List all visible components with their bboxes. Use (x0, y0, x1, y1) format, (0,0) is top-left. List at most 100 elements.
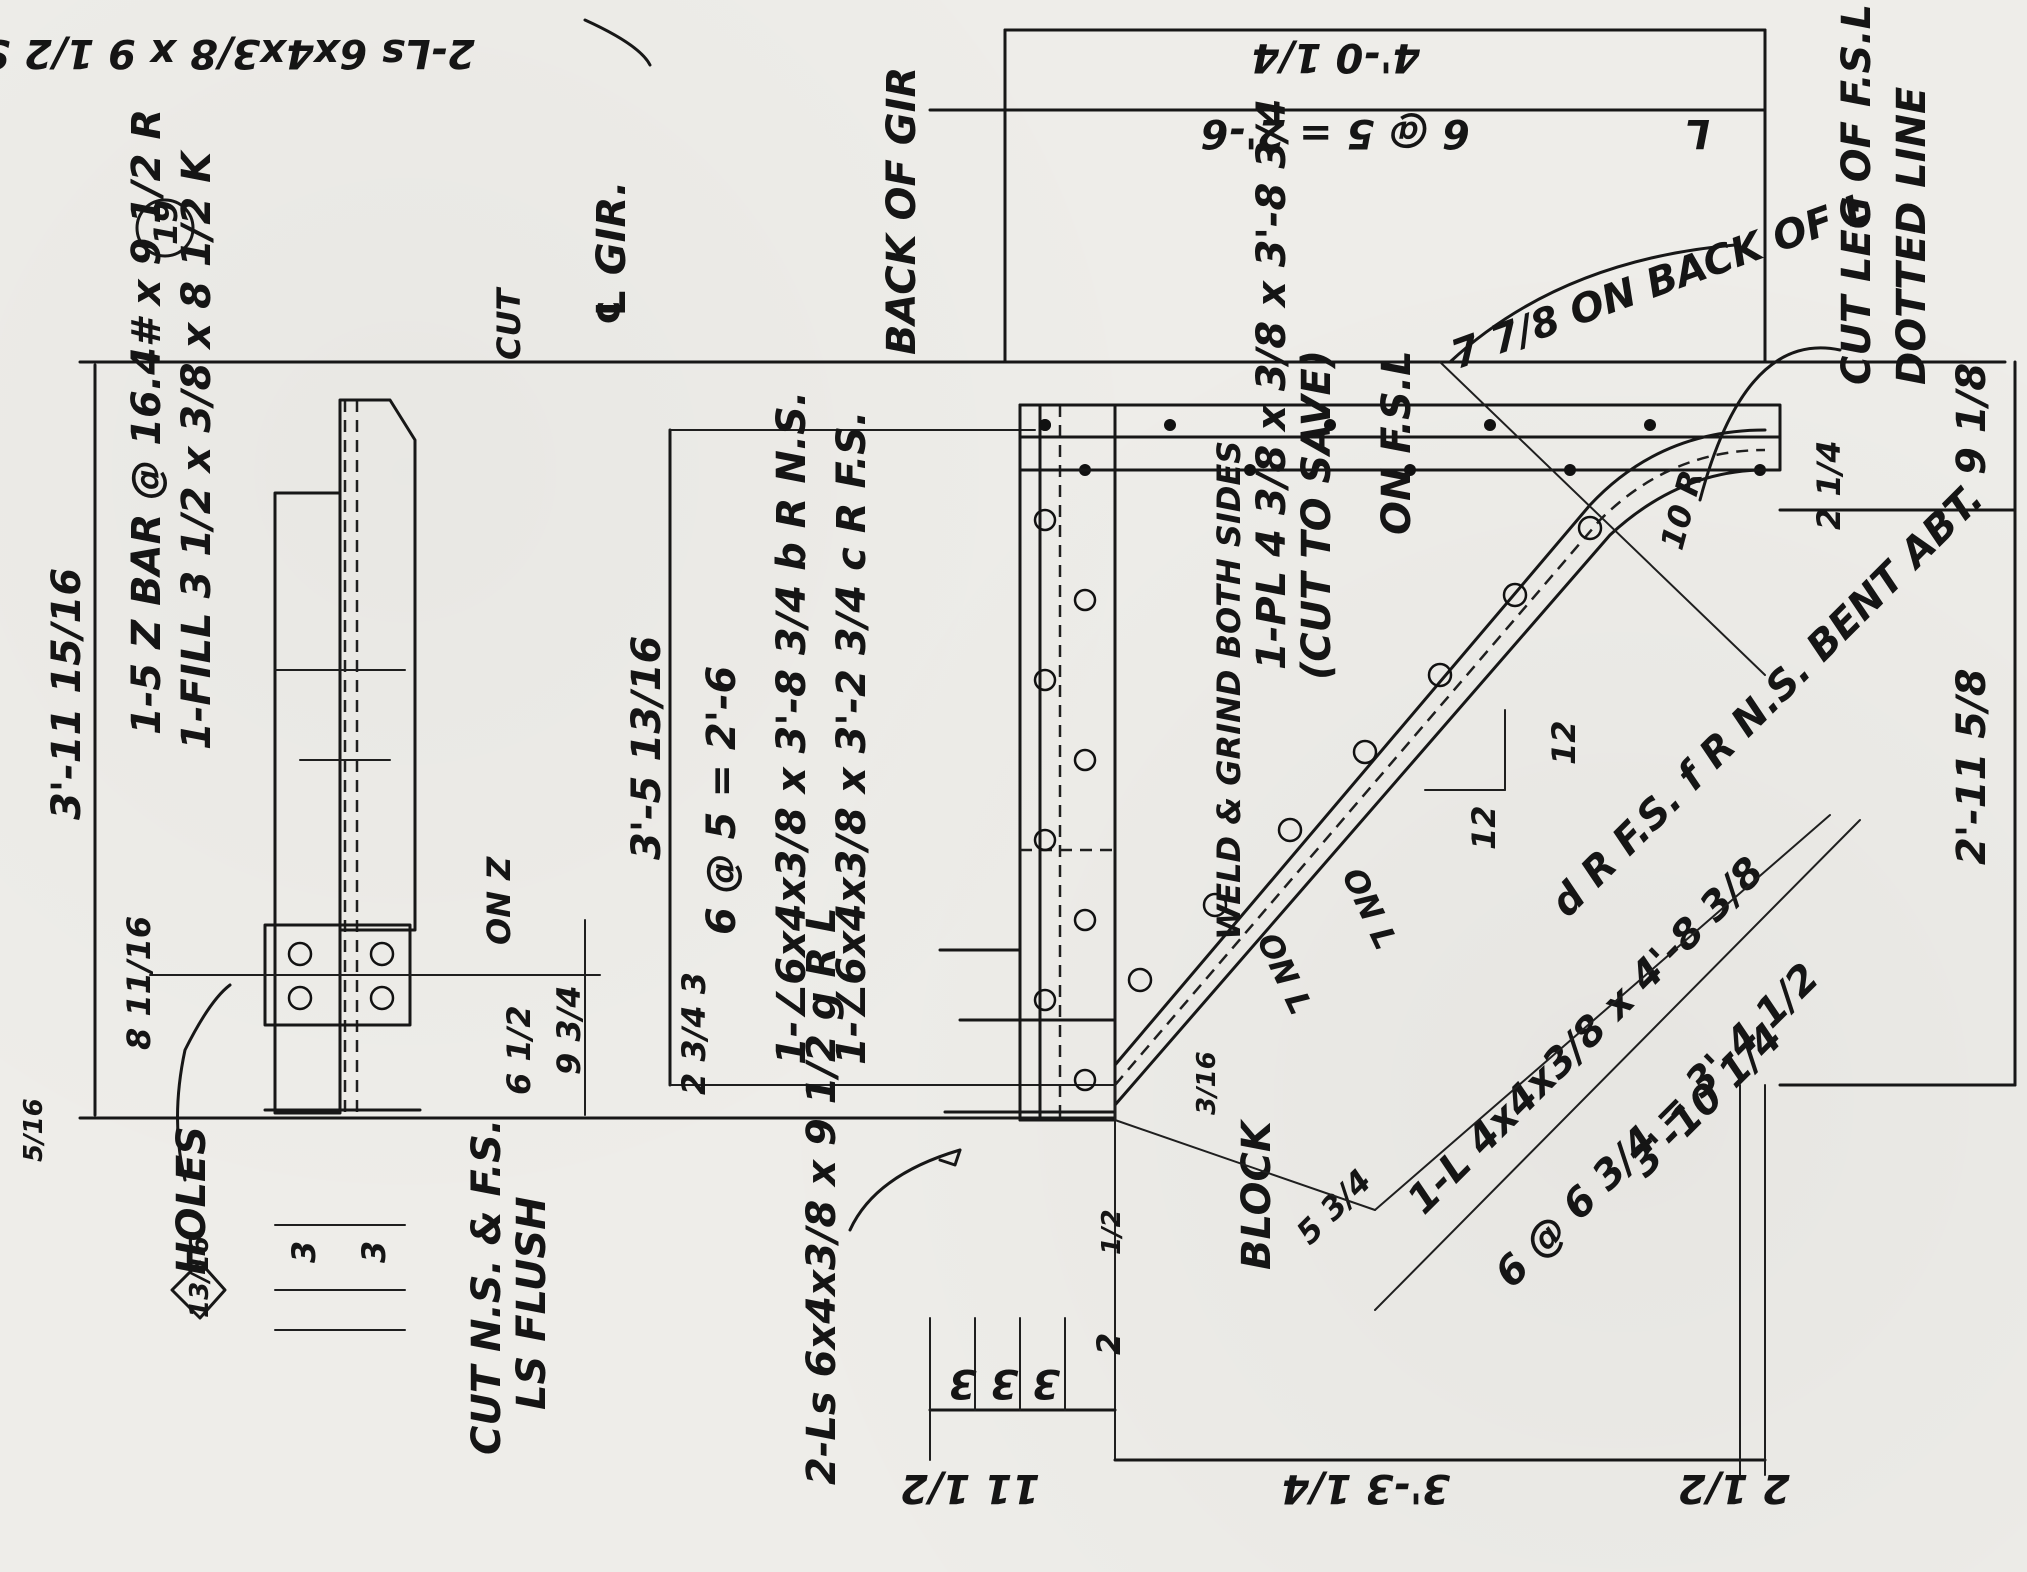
center-hole-4 (1073, 748, 1097, 772)
top-spacing: 6 @ 5 = 2'-6 (1201, 110, 1470, 156)
lower-dim-line-1 (1114, 1119, 1376, 1211)
on-z: ON Z (480, 856, 518, 945)
lower-total: 3'-10 1/4 (1620, 1015, 1792, 1187)
center-shelf (938, 948, 1022, 1022)
top-dot-3 (1324, 419, 1336, 431)
bottom-2-1-2: 2 1/2 (1678, 1465, 1790, 1511)
dim-1-2: 1/2 (1097, 1209, 1127, 1255)
bottom-3s: 3 3 3 (949, 1360, 1060, 1406)
holes-size: 13/16 (185, 1236, 215, 1318)
diag-hole-5 (1277, 817, 1303, 843)
top-dot-6 (1244, 464, 1256, 476)
center-vertical-member (1018, 403, 1117, 1122)
cut-leg: CUT LEG OF F.S.L ON (1834, 0, 1880, 385)
dotted-line: DOTTED LINE (1889, 87, 1935, 385)
holes-diamond (170, 1260, 227, 1320)
left-bottom-3-b: 3 (355, 1241, 393, 1263)
center-hole-2 (1073, 588, 1097, 612)
cut-leg-leader (1698, 346, 1842, 502)
dim-9-3-4: 9 3/4 (550, 985, 588, 1075)
note-top: 2-Ls 6x4x3/8 x 9 1/2 SE (0, 30, 475, 76)
dim-6-1-2: 6 1/2 (500, 1005, 538, 1095)
diag-hole-3 (1427, 662, 1453, 688)
holes-note: HOLES (169, 1126, 215, 1275)
slope-12b: 12 (1465, 805, 1503, 850)
cut-ns-fs: CUT N.S. & F.S. (464, 1119, 510, 1455)
left-hole-4 (369, 985, 395, 1011)
left-bottom-3-a: 3 (285, 1241, 323, 1263)
lower-dim-line-3 (1374, 819, 1861, 1311)
dim-5-16: 5/16 (19, 1098, 49, 1162)
diagonal-member-dashed (1114, 448, 1766, 1086)
holes-leader (176, 983, 232, 1182)
slope-12a: 12 (1545, 720, 1583, 765)
center-bottom-plate (1018, 1018, 1117, 1122)
back-of-l-arc (1448, 243, 1737, 364)
top-dot-4 (1484, 419, 1496, 431)
top-l: L (1685, 110, 1711, 156)
center-hole-7 (1033, 988, 1057, 1012)
top-span: 4'-0 1/4 (1251, 34, 1421, 80)
left-bar: 1-5 Z BAR @ 16.4# x 9 1/2 R (124, 109, 170, 735)
left-vertical-bar (273, 491, 342, 1115)
diagonal-member-inner (1113, 468, 1767, 1107)
top-dot-5 (1644, 419, 1656, 431)
dim-2-1-4: 2 1/4 (1810, 440, 1848, 530)
diag-hole-2 (1502, 582, 1528, 608)
back-of-gir: BACK OF GIR (879, 67, 925, 355)
bottom-leader-arrow (938, 1148, 962, 1167)
center-hole-3 (1033, 668, 1057, 692)
left-hole-3 (287, 985, 313, 1011)
left-hole-2 (369, 941, 395, 967)
angle-1: 1-∠6x4x3/8 x 3'-8 3/4 b R N.S. (769, 391, 815, 1065)
diagonal-member-outer (1113, 428, 1767, 1067)
cut-to-save: (CUT TO SAVE) (1294, 350, 1340, 680)
bottom-angles: 2-Ls 6x4x3/8 x 9 1/2 g R L (799, 907, 845, 1485)
dim-9-1-8: 9 1/8 (1949, 363, 1995, 475)
bottom-11-1-2: 11 1/2 (900, 1465, 1040, 1511)
diagonal-reference-line (1439, 361, 1766, 676)
dim-8-11-16: 8 11/16 (120, 916, 158, 1050)
bottom-3-1-4: 3'-3 1/4 (1281, 1465, 1450, 1511)
radius: 10 R (1653, 466, 1710, 553)
weld-note: WELD & GRIND BOTH SIDES (1210, 441, 1248, 940)
leader-top-note (583, 18, 652, 67)
on-fsl: ON F.S.L (1374, 350, 1420, 535)
dim-2-11-5-8: 2'-11 5/8 (1949, 668, 1995, 865)
ls-flush: LS FLUSH (509, 1196, 555, 1410)
cut-note: CUT (490, 287, 528, 360)
bent-note: d R F.S. f R N.S. BENT ABT. (1542, 475, 1993, 926)
left-z-bar (338, 398, 417, 932)
left-hole-1 (287, 941, 313, 967)
on-l-2: ON L (1249, 927, 1320, 1021)
diag-hole-4 (1352, 739, 1378, 765)
angle-2: 1-∠6x4x3/8 x 3'-2 3/4 c R F.S. (829, 411, 875, 1065)
diag-hole-6 (1202, 892, 1228, 918)
center-height: 3'-5 13/16 (624, 636, 670, 860)
plate-note: 1-PL 4 3/8 x 3/8 x 3'-8 3/4 (1249, 99, 1295, 670)
left-fill: 1-FILL 3 1/2 x 3/8 x 8 1/2 K (174, 149, 220, 750)
top-dot-8 (1564, 464, 1576, 476)
piece-mark: 19 (147, 200, 185, 245)
piece-mark-circle (135, 198, 195, 258)
diag-hole-7 (1127, 967, 1153, 993)
top-dot-1 (1039, 419, 1051, 431)
center-hole-1 (1033, 508, 1057, 532)
bottom-leader (848, 1148, 962, 1232)
lower-dim-line-2 (1374, 814, 1831, 1211)
center-hole-5 (1033, 828, 1057, 852)
gir-label: ℄ GIR. (589, 181, 635, 325)
block-note: BLOCK (1234, 1118, 1280, 1270)
center-hole-6 (1073, 908, 1097, 932)
diag-hole-1 (1577, 515, 1603, 541)
on-l-1: ON L (1334, 862, 1405, 956)
top-dot-2 (1164, 419, 1176, 431)
dim-3-16: 3/16 (1192, 1051, 1222, 1115)
top-dot-7 (1404, 464, 1416, 476)
dim-2-3-4: 2 3/4 3 (675, 972, 713, 1095)
left-height: 3'-11 15/16 (44, 568, 90, 820)
center-spacing: 6 @ 5 = 2'-6 (699, 666, 745, 935)
dim-2: 2 (1090, 1333, 1128, 1355)
